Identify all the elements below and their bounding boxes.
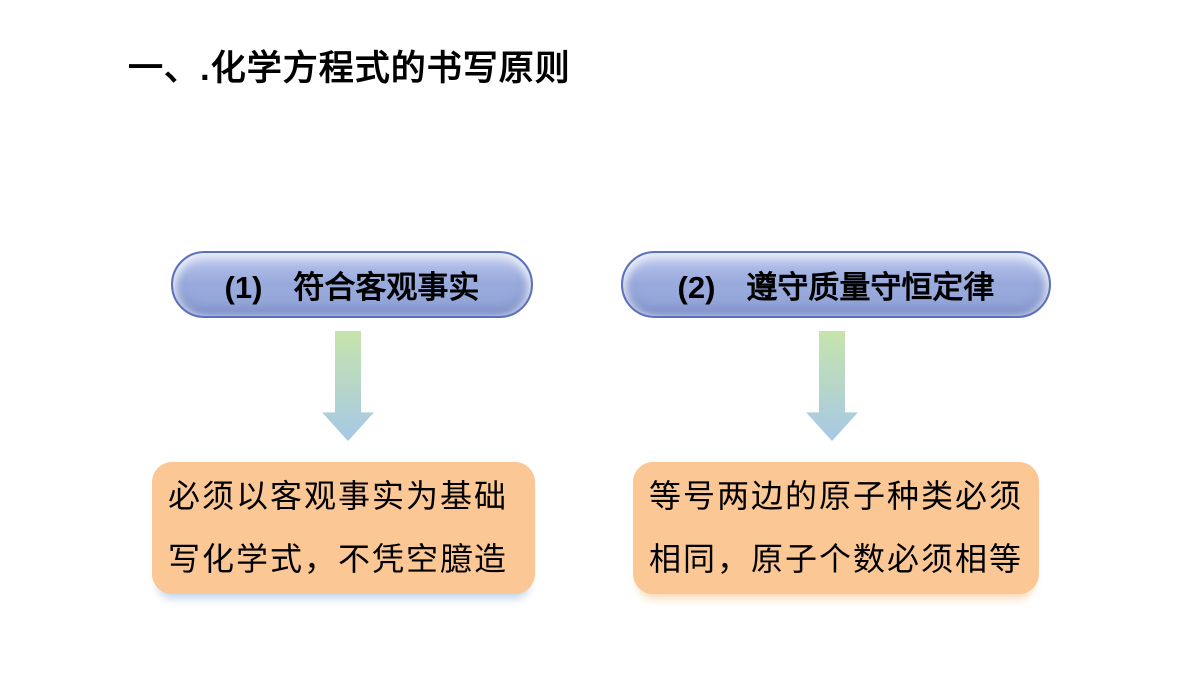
down-arrow-icon <box>806 331 858 441</box>
principle-2-detail-box: 等号两边的原子种类必须 相同，原子个数必须相等 <box>633 462 1039 594</box>
principle-1-heading-label: (1) 符合客观事实 <box>224 270 480 305</box>
principle-1-detail-line-1: 必须以客观事实为基础 <box>168 478 509 514</box>
down-arrow-icon <box>322 331 374 441</box>
principle-1-detail-box: 必须以客观事实为基础 写化学式，不凭空臆造 <box>152 462 535 594</box>
principle-1-detail-line-2: 写化学式，不凭空臆造 <box>168 541 509 577</box>
principle-2-detail-line-1: 等号两边的原子种类必须 <box>649 478 1024 514</box>
principle-2-heading-pill: (2) 遵守质量守恒定律 <box>621 251 1051 318</box>
principle-1-heading-pill: (1) 符合客观事实 <box>171 251 533 318</box>
principle-2-detail-line-2: 相同，原子个数必须相等 <box>649 541 1024 577</box>
principle-2-heading-label: (2) 遵守质量守恒定律 <box>677 270 995 305</box>
slide-title: 一、.化学方程式的书写原则 <box>128 49 571 88</box>
